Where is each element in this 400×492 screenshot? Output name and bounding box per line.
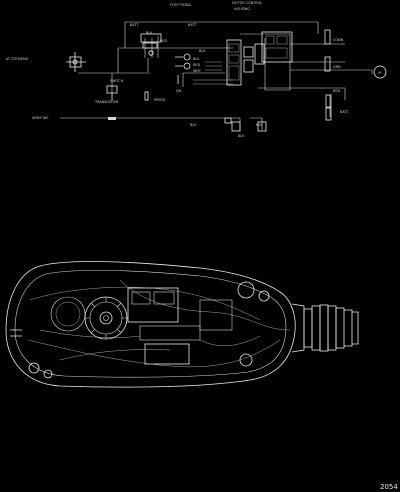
diagram-label: MOTOR CONTROL xyxy=(232,1,262,5)
propeller-shaft-bellows xyxy=(291,303,359,353)
housing-cavity xyxy=(50,296,86,332)
diagram-label: SW xyxy=(176,89,182,93)
diagram-label: FOOT PEDAL xyxy=(170,3,191,7)
diagram-label: SPEED xyxy=(154,98,165,102)
motor-letter: M xyxy=(378,71,381,75)
board-component xyxy=(153,291,175,305)
transducer-connector xyxy=(106,85,118,101)
fuse xyxy=(108,117,116,120)
diagram-label: BLK xyxy=(193,57,200,61)
terminal-block xyxy=(224,117,232,124)
battery-terminals xyxy=(324,29,332,121)
diagram-label: BATT xyxy=(130,23,139,27)
diagram-label: BATT xyxy=(188,23,197,27)
motor-body xyxy=(144,343,190,365)
cable-plug xyxy=(10,329,53,379)
terminal-block xyxy=(231,121,241,132)
diagram-label: HOUSING xyxy=(234,7,250,11)
steering-connector xyxy=(66,52,86,72)
housing-cavity xyxy=(55,301,81,327)
mount-bolt xyxy=(258,290,270,302)
diagram-label: BLK xyxy=(199,49,206,53)
diagram-label: SWITCH xyxy=(110,79,124,83)
drive-gear xyxy=(84,296,128,340)
mount-bolt xyxy=(237,281,255,299)
motor-control-board xyxy=(226,31,293,86)
diagram-label: CONN xyxy=(333,38,344,42)
diagram-label: BLK xyxy=(256,123,263,127)
terminal-block xyxy=(257,121,267,132)
diagram-label: TRANSDUCER xyxy=(94,100,119,104)
diagram-label: BLK xyxy=(146,31,153,35)
motor-symbol: M xyxy=(373,65,387,79)
diagram-label: WHT xyxy=(193,69,202,73)
motor-housing-drawing xyxy=(5,261,359,388)
resistor xyxy=(144,91,149,101)
diagram-label: BLK xyxy=(190,123,197,127)
diagram-label: RED xyxy=(333,89,340,93)
diagram-label: GRN xyxy=(333,65,341,69)
diagram-label: ARMY DIE xyxy=(32,116,49,120)
diagram-label: BLK xyxy=(238,134,245,138)
relay-symbol xyxy=(175,53,191,84)
diagram-label: RED xyxy=(160,39,167,43)
relay-block xyxy=(199,299,233,331)
diagram-label: AT STEERING xyxy=(6,57,29,61)
page-number: 2054 xyxy=(380,483,398,491)
wiring-schematic: M FOOT PEDAL MOTOR CONTROL HOUSING BATT … xyxy=(6,1,387,138)
diagram-label: RED xyxy=(193,63,200,67)
foot-pedal-switch xyxy=(140,33,162,56)
diagram-label: BATT xyxy=(340,110,349,114)
mount-bolt xyxy=(239,353,253,367)
control-board xyxy=(127,287,179,323)
capacitor-bank xyxy=(139,325,201,341)
board-component xyxy=(131,291,151,305)
